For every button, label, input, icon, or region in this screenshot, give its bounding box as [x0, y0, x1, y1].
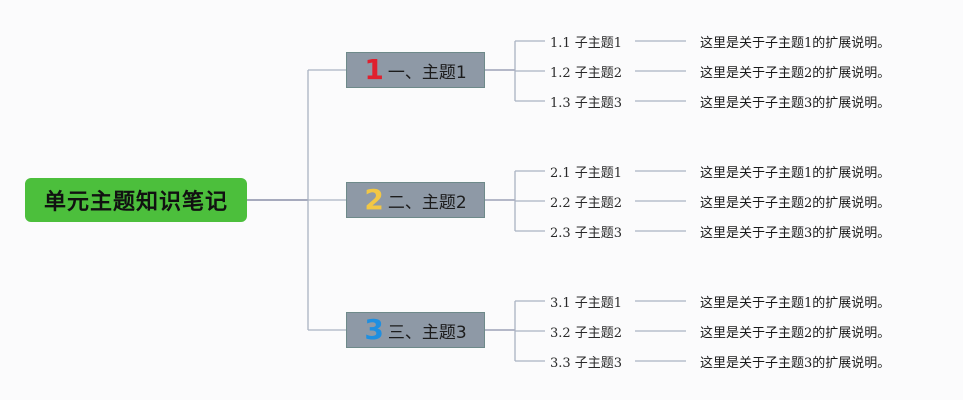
subtopic-description[interactable]: 这里是关于子主题1的扩展说明。 — [700, 296, 891, 311]
subtopic-description[interactable]: 这里是关于子主题3的扩展说明。 — [700, 356, 891, 371]
root-title: 单元主题知识笔记 — [43, 190, 228, 215]
subtopic-node[interactable]: 3.1 子主题1 — [550, 296, 623, 311]
subtopic-description[interactable]: 这里是关于子主题3的扩展说明。 — [700, 96, 891, 111]
topic-number: 1 — [364, 53, 384, 86]
topic-label: 二、主题2 — [387, 192, 467, 213]
subtopic-description[interactable]: 这里是关于子主题2的扩展说明。 — [700, 326, 891, 341]
subtopic-node[interactable]: 2.2 子主题2 — [550, 196, 623, 211]
subtopic-description[interactable]: 这里是关于子主题2的扩展说明。 — [700, 196, 891, 211]
topic-number: 2 — [364, 183, 384, 216]
topic-label: 一、主题1 — [387, 62, 467, 83]
subtopic-node[interactable]: 1.1 子主题1 — [550, 36, 623, 51]
subtopic-node[interactable]: 3.2 子主题2 — [550, 326, 623, 341]
subtopic-description[interactable]: 这里是关于子主题1的扩展说明。 — [700, 36, 891, 51]
subtopic-node[interactable]: 1.2 子主题2 — [550, 66, 623, 81]
subtopic-node[interactable]: 2.1 子主题1 — [550, 166, 623, 181]
subtopic-description[interactable]: 这里是关于子主题1的扩展说明。 — [700, 166, 891, 181]
subtopic-node[interactable]: 2.3 子主题3 — [550, 226, 623, 241]
subtopic-description[interactable]: 这里是关于子主题2的扩展说明。 — [700, 66, 891, 81]
topic-number: 3 — [364, 313, 384, 346]
root-node[interactable]: 单元主题知识笔记 — [25, 178, 247, 222]
subtopic-node[interactable]: 1.3 子主题3 — [550, 96, 623, 111]
topic-label: 三、主题3 — [387, 322, 467, 343]
subtopic-description[interactable]: 这里是关于子主题3的扩展说明。 — [700, 226, 891, 241]
subtopic-node[interactable]: 3.3 子主题3 — [550, 356, 623, 371]
